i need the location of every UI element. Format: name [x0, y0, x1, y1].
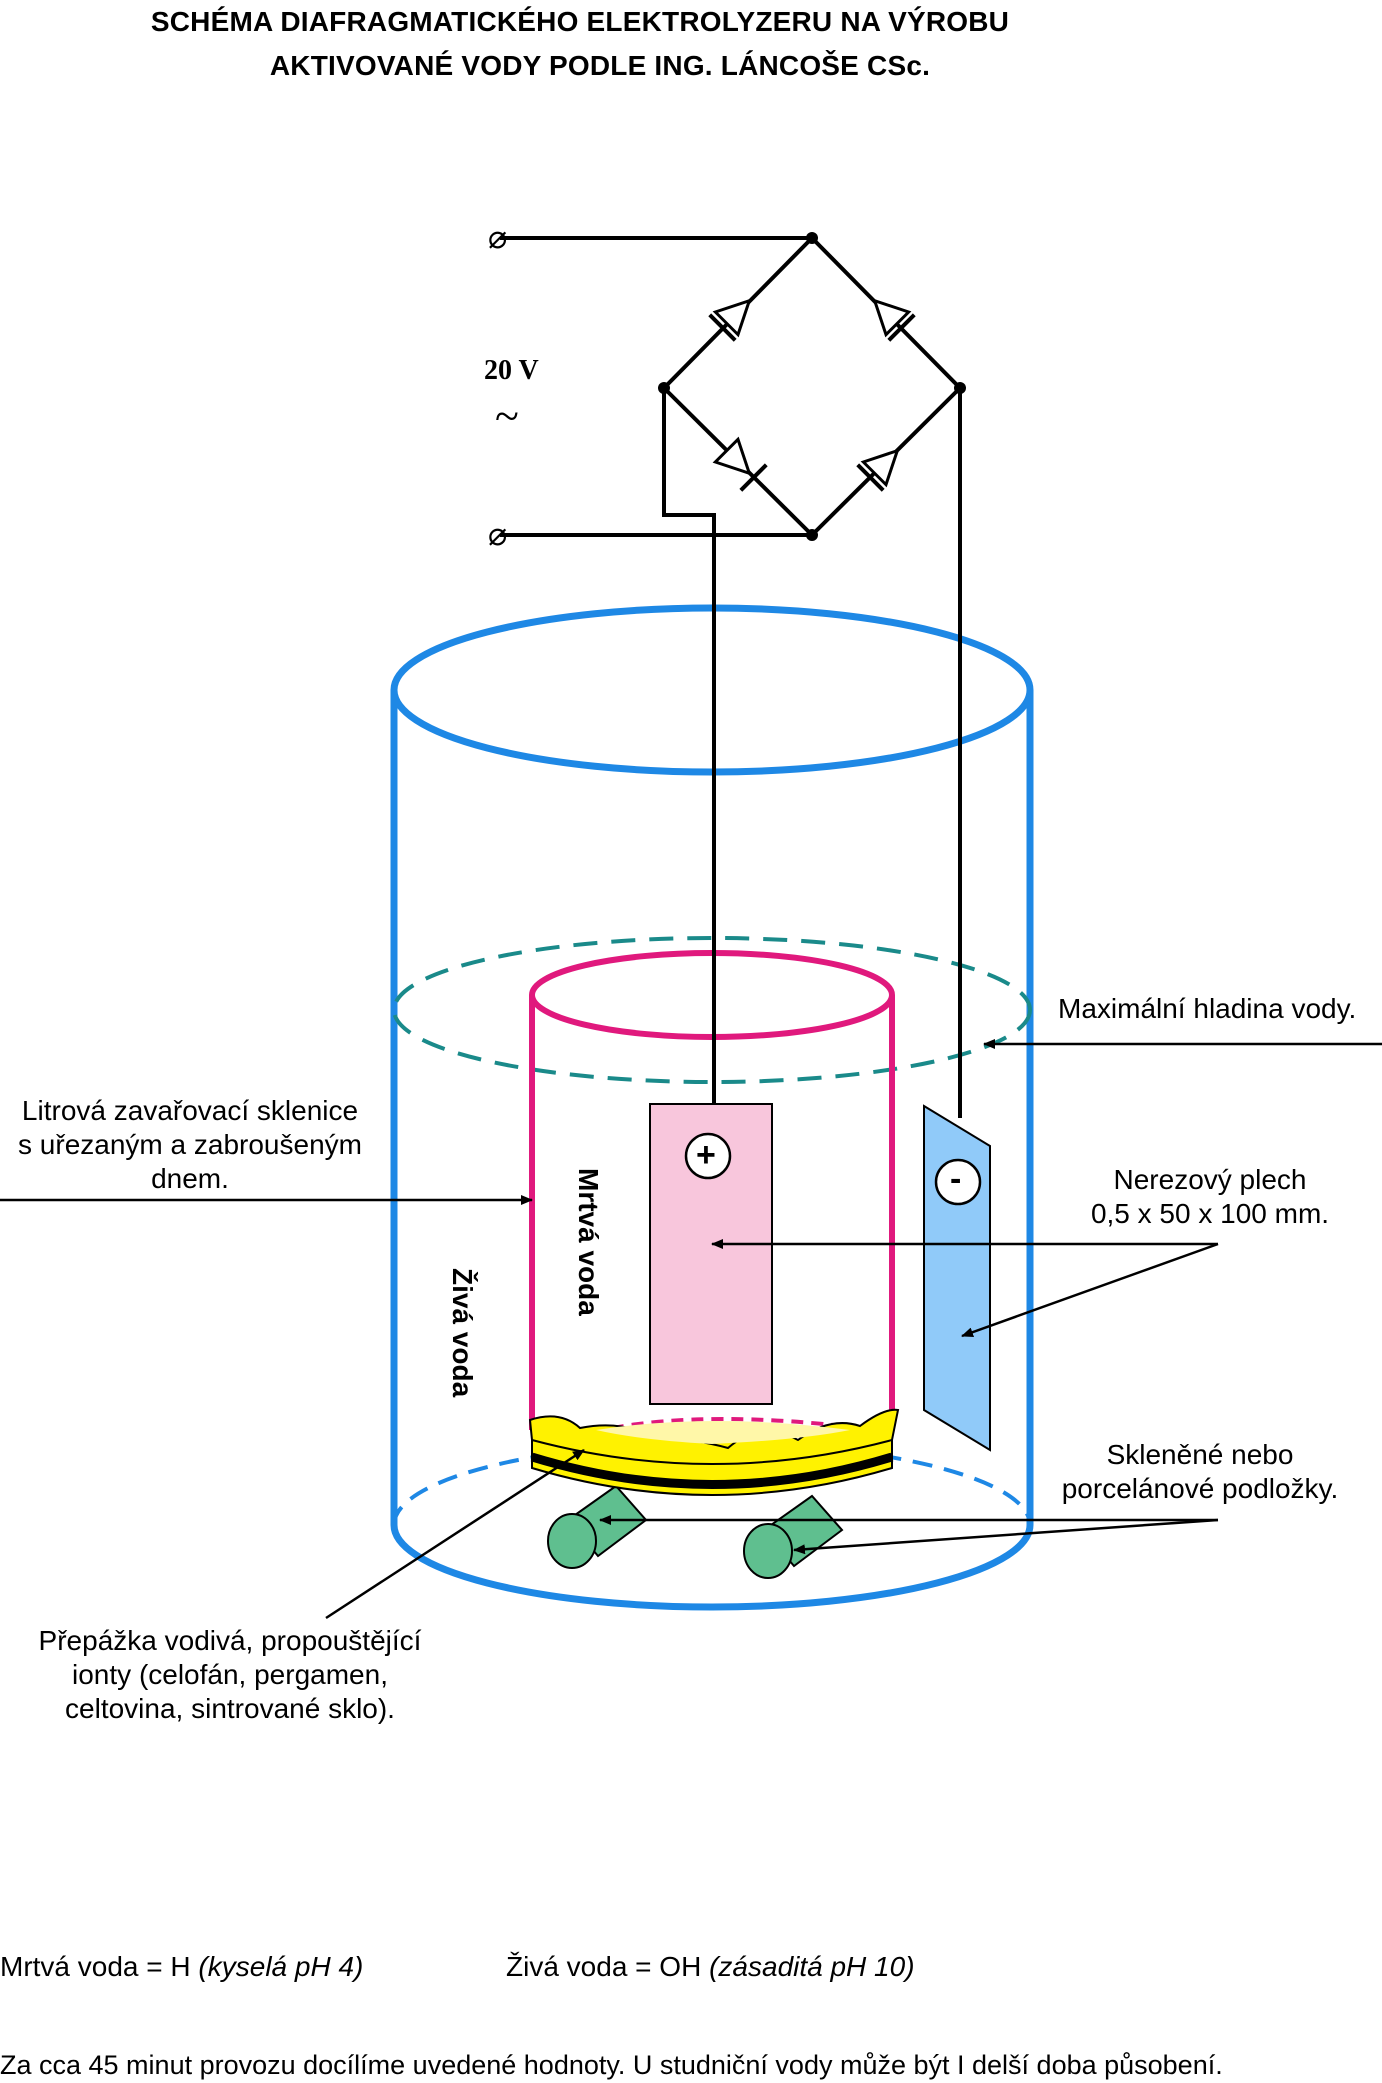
live-water-note-text: Živá voda = OH [506, 1951, 702, 1982]
dead-water-label: Mrtvá voda [573, 1168, 604, 1316]
membrane [528, 1408, 900, 1496]
minus-terminal-circle [934, 1158, 982, 1206]
jar-label-line-1: Litrová zavařovací sklenice [21, 1095, 359, 1126]
diode-top-right [872, 298, 916, 342]
cathode-plate [923, 1104, 991, 1452]
support-rod-right [743, 1494, 844, 1579]
steel-sheet-line-2: 0,5 x 50 x 100 mm. [1090, 1198, 1330, 1229]
jar-label-line-3: dnem. [151, 1163, 229, 1194]
junction-dots [658, 232, 966, 541]
diode-top-left [708, 298, 752, 342]
title-line-2: AKTIVOVANÉ VODY PODLE ING. LÁNCOŠE CSc. [269, 50, 931, 81]
terminal-top-icon: ⌀ [488, 219, 508, 255]
steel-sheet-line-1: Nerezový plech [1113, 1164, 1307, 1195]
membrane-line-1: Přepážka vodivá, propouštějící [38, 1625, 422, 1656]
membrane-line-2: ionty (celofán, pergamen, [72, 1659, 388, 1690]
live-water-note-ph: (zásaditá pH 10) [709, 1951, 915, 1982]
ac-symbol: ~ [495, 392, 519, 441]
minus-sign: - [950, 1160, 962, 1198]
dead-water-note-text: Mrtvá voda = H [0, 1951, 191, 1982]
support-rods [547, 1484, 844, 1579]
live-water-label: Živá voda [447, 1268, 478, 1398]
voltage-label: 20 V [484, 355, 539, 386]
diode-bottom-right [856, 448, 900, 492]
membrane-line-3: celtovina, sintrované sklo). [65, 1693, 395, 1724]
footer-note: Za cca 45 minut provozu docílíme uvedené… [0, 2050, 1223, 2080]
dead-water-note: Mrtvá voda = H (kyselá pH 4) [0, 1950, 363, 1984]
jar-label: Litrová zavařovací sklenice s uřezaným a… [0, 1094, 380, 1196]
outer-cylinder [390, 604, 1034, 1611]
pointer-arrows [0, 1039, 1382, 1620]
supports-line-2: porcelánové podložky. [1061, 1473, 1339, 1504]
dead-water-note-ph: (kyselá pH 4) [198, 1951, 364, 1982]
supports-label: Skleněné nebo porcelánové podložky. [1040, 1438, 1360, 1506]
max-water-level-label: Maximální hladina vody. [1058, 993, 1357, 1024]
support-rod-left [547, 1484, 648, 1569]
live-water-note: Živá voda = OH (zásaditá pH 10) [506, 1950, 915, 1984]
jar-label-line-2: s uřezaným a zabroušeným [18, 1129, 362, 1160]
membrane-label: Přepážka vodivá, propouštějící ionty (ce… [10, 1624, 450, 1726]
plus-sign: + [696, 1136, 716, 1174]
steel-sheet-label: Nerezový plech 0,5 x 50 x 100 mm. [1060, 1163, 1360, 1231]
supports-line-1: Skleněné nebo [1106, 1439, 1294, 1470]
title-line-1: SCHÉMA DIAFRAGMATICKÉHO ELEKTROLYZERU NA… [150, 6, 1010, 37]
diode-bottom-left [712, 436, 768, 492]
water-level-line [392, 936, 1032, 1084]
plus-terminal-circle [684, 1132, 732, 1180]
terminal-bottom-icon: ⌀ [488, 516, 508, 552]
